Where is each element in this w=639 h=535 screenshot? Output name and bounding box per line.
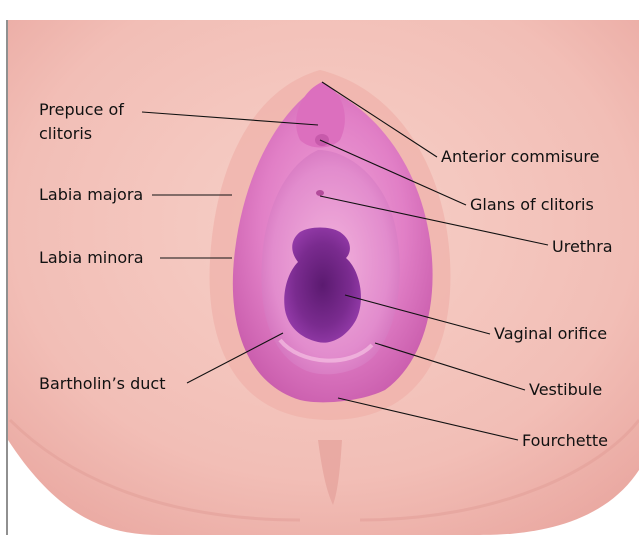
glans [315, 134, 329, 146]
label-fourchette: Fourchette [522, 431, 608, 450]
label-prepuce-of-clitoris-line1: Prepuce of [39, 100, 124, 119]
label-prepuce-of-clitoris-line2: clitoris [39, 124, 92, 143]
label-vaginal-orifice: Vaginal orifice [494, 324, 607, 343]
urethra-opening [316, 190, 324, 196]
label-urethra: Urethra [552, 237, 613, 256]
label-vestibule: Vestibule [529, 380, 602, 399]
label-glans-of-clitoris: Glans of clitoris [470, 195, 594, 214]
label-labia-minora: Labia minora [39, 248, 144, 267]
label-anterior-commisure: Anterior commisure [441, 147, 599, 166]
vaginal-orifice-shape [284, 228, 361, 343]
label-bartholins-duct: Bartholin’s duct [39, 374, 165, 393]
label-labia-majora: Labia majora [39, 185, 143, 204]
